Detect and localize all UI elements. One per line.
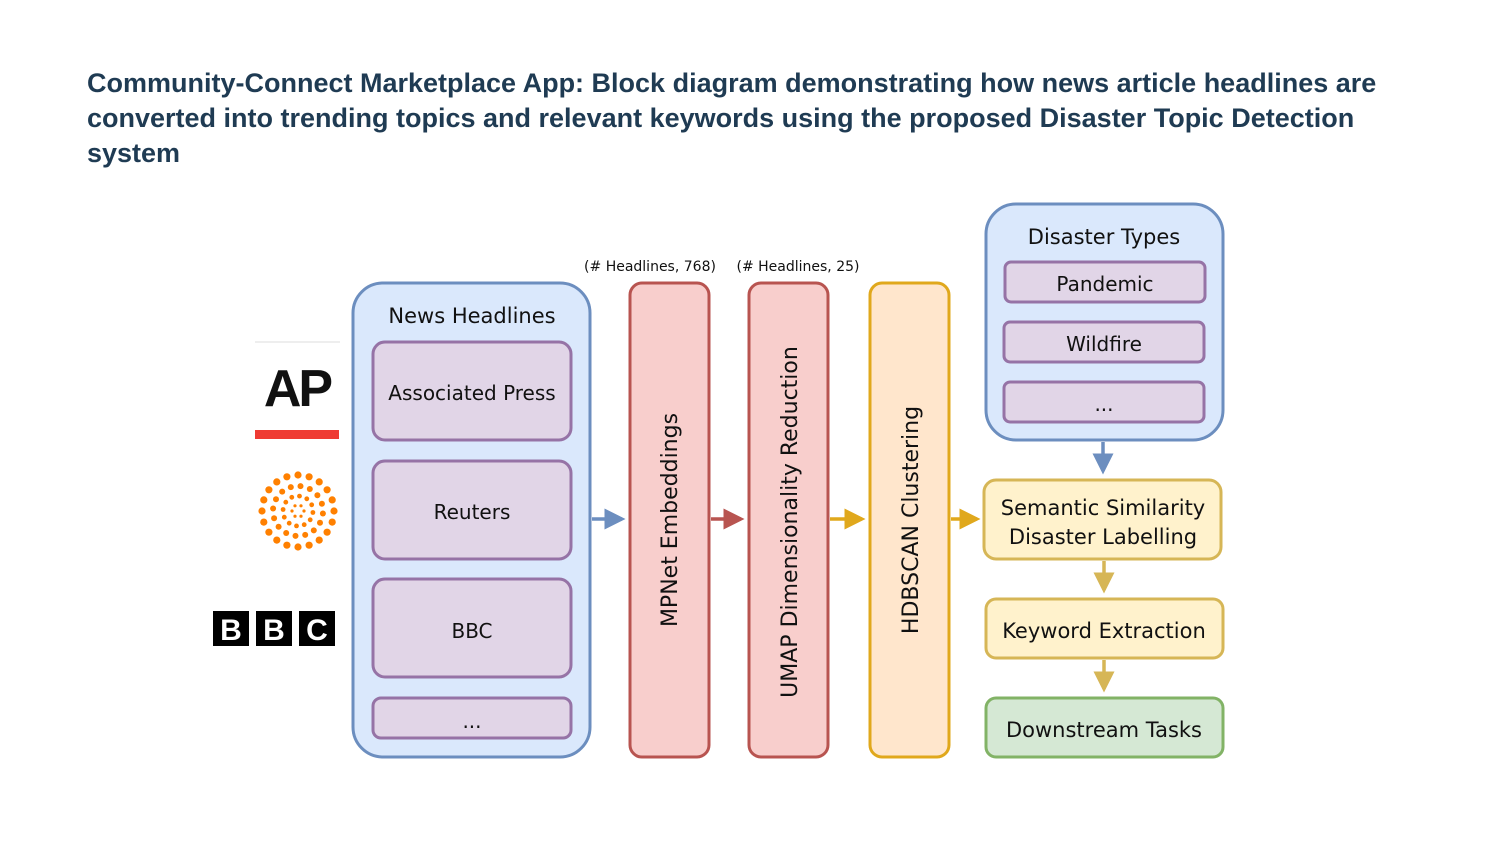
disaster-type-more-label: ... (1094, 392, 1113, 416)
reuters-logo-dot (306, 486, 313, 492)
hdbscan-label: HDBSCAN Clustering (899, 406, 924, 634)
bbc-logo: B B C (213, 611, 335, 647)
reuters-logo-dot (328, 518, 336, 526)
disaster-type-pandemic-label: Pandemic (1056, 272, 1153, 296)
diagram-caption: Community-Connect Marketplace App: Block… (87, 68, 1377, 168)
disaster-types-block: Disaster Types Pandemic Wildfire ... (984, 202, 1225, 442)
reuters-logo-dot (283, 530, 290, 536)
downstream-tasks-label: Downstream Tasks (1006, 718, 1202, 742)
mpnet-label: MPNet Embeddings (658, 413, 683, 627)
source-label-reuters: Reuters (434, 500, 511, 524)
source-label-ap: Associated Press (388, 381, 555, 405)
reuters-logo-dot (315, 478, 323, 486)
reuters-logo-dot (294, 523, 299, 529)
keyword-extraction-label: Keyword Extraction (1002, 619, 1206, 643)
reuters-logo-dot (286, 520, 292, 526)
mpnet-block: (# Headlines, 768) MPNet Embeddings (584, 259, 716, 759)
reuters-logo-dot (302, 531, 309, 538)
semantic-line1: Semantic Similarity (1001, 496, 1205, 520)
reuters-logo-dot (323, 528, 331, 536)
umap-shape-label: (# Headlines, 25) (737, 259, 860, 275)
source-label-bbc: BBC (451, 619, 492, 643)
reuters-logo-dot (292, 532, 299, 539)
reuters-logo-dot (302, 509, 306, 513)
reuters-logo-dot (260, 518, 268, 526)
disaster-types-title: Disaster Types (1028, 225, 1180, 249)
reuters-logo-dot (301, 522, 307, 528)
reuters-logo-dot (299, 514, 303, 518)
reuters-logo-dot (279, 488, 286, 495)
reuters-logo-dot (314, 492, 321, 499)
source-box-ap (371, 340, 573, 442)
ap-logo: AP (255, 341, 340, 439)
svg-text:AP: AP (264, 360, 332, 418)
source-box-reuters (371, 459, 573, 561)
mpnet-shape-label: (# Headlines, 768) (584, 259, 716, 275)
reuters-logo-dot (307, 517, 313, 523)
reuters-logo-dot (270, 505, 277, 512)
reuters-logo-dot (304, 496, 310, 502)
reuters-logo-dot (317, 519, 323, 526)
reuters-logo-dot (258, 507, 266, 515)
reuters-logo-dot (315, 536, 323, 544)
reuters-logo-dot (294, 471, 302, 479)
reuters-logo-dot (309, 502, 315, 508)
reuters-logo-dot (330, 507, 338, 515)
keyword-extraction-block: Keyword Extraction (984, 597, 1225, 660)
reuters-logo-dot (310, 510, 316, 515)
reuters-logo-dot (265, 528, 273, 536)
reuters-logo-dot (273, 536, 281, 544)
disaster-type-wildfire (1002, 320, 1206, 364)
reuters-logo-dot (287, 484, 294, 491)
svg-text:B: B (220, 614, 242, 647)
disaster-type-more (1002, 380, 1206, 424)
reuters-logo-dot (328, 496, 336, 504)
news-headlines-title: News Headlines (388, 304, 555, 328)
reuters-logo-dot (273, 496, 279, 503)
reuters-logo-dot (310, 527, 317, 534)
source-label-more: ... (462, 709, 481, 733)
reuters-logo-dot (305, 541, 313, 549)
reuters-logo-dot (289, 494, 295, 500)
reuters-logo-dot (323, 486, 331, 494)
hdbscan-block: HDBSCAN Clustering (868, 281, 951, 759)
reuters-logo-dot (297, 493, 302, 499)
umap-block: (# Headlines, 25) UMAP Dimensionality Re… (737, 259, 860, 759)
reuters-logo-dot (275, 523, 282, 530)
downstream-tasks-block: Downstream Tasks (984, 696, 1225, 759)
news-headlines-block: News Headlines Associated Press Reuters … (351, 281, 592, 759)
reuters-logo-dot (318, 500, 325, 507)
reuters-logo-dot (297, 483, 304, 490)
source-box-bbc (371, 577, 573, 679)
semantic-line2: Disaster Labelling (1009, 525, 1197, 549)
disaster-type-wildfire-label: Wildfire (1066, 332, 1142, 356)
reuters-logo-dot (273, 478, 281, 486)
reuters-logo-dot (283, 473, 291, 481)
reuters-logo-dot (319, 510, 326, 517)
source-box-more (371, 696, 573, 740)
svg-text:C: C (306, 614, 328, 647)
reuters-logo-dot (265, 486, 273, 494)
reuters-logo-dot (305, 473, 313, 481)
reuters-logo-dot (283, 499, 289, 505)
reuters-logo-dot (271, 515, 278, 522)
reuters-logo-dot (260, 496, 268, 504)
umap-label: UMAP Dimensionality Reduction (778, 346, 803, 698)
reuters-logo-dot (293, 504, 297, 508)
disaster-type-pandemic (1003, 260, 1207, 304)
reuters-logo (258, 471, 338, 551)
reuters-logo-dot (281, 514, 287, 520)
semantic-similarity-block: Semantic Similarity Disaster Labelling (982, 478, 1223, 561)
reuters-logo-dot (290, 509, 294, 513)
reuters-logo-dot (299, 504, 303, 508)
reuters-logo-dot (280, 507, 286, 512)
svg-text:B: B (263, 614, 285, 647)
reuters-logo-dot (283, 541, 291, 549)
reuters-logo-dot (294, 543, 302, 551)
reuters-logo-dot (293, 514, 297, 518)
